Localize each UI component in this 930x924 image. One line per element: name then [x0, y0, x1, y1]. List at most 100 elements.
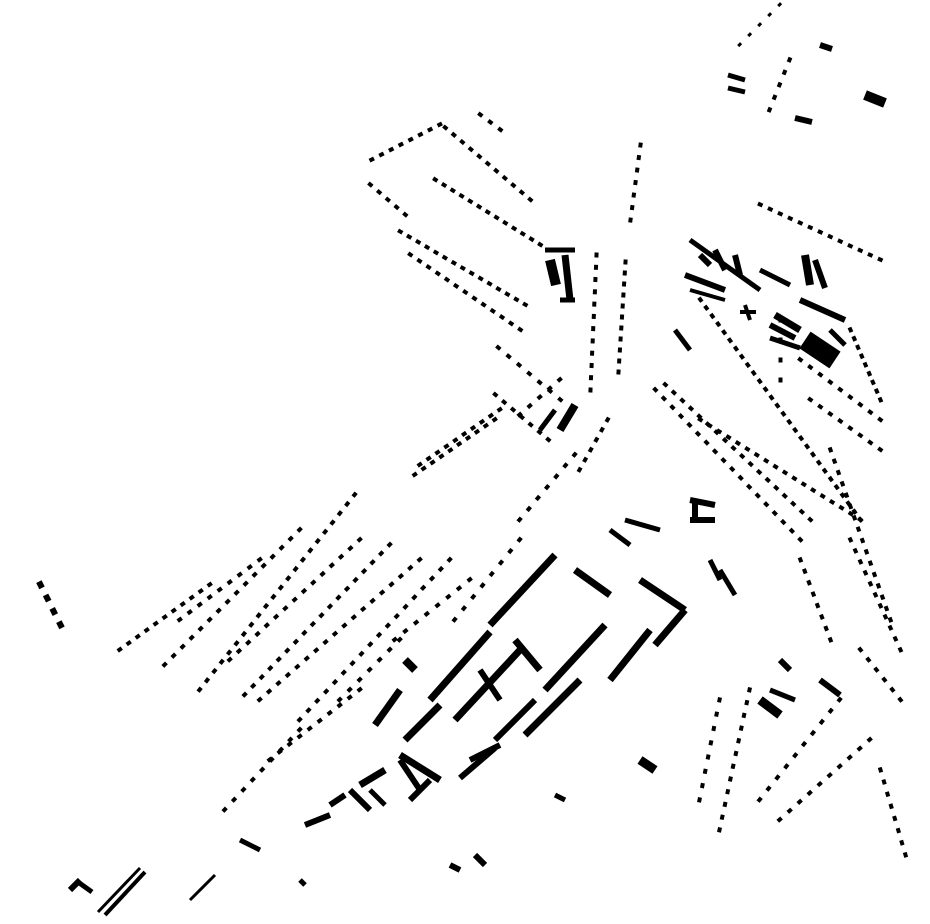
- large-building: [794, 115, 813, 125]
- building: [817, 403, 824, 410]
- building: [728, 465, 736, 473]
- building: [809, 729, 817, 737]
- building: [786, 807, 793, 814]
- building: [432, 176, 439, 183]
- building: [285, 575, 292, 582]
- building: [871, 571, 878, 578]
- building: [287, 535, 294, 542]
- building: [636, 154, 642, 161]
- building: [669, 404, 676, 411]
- building: [847, 425, 854, 432]
- building: [780, 518, 787, 526]
- building: [346, 686, 353, 693]
- building: [291, 596, 298, 603]
- building: [887, 616, 894, 623]
- building: [897, 696, 904, 703]
- building: [296, 726, 303, 733]
- building: [292, 638, 300, 645]
- building: [134, 633, 141, 640]
- large-building: [553, 792, 567, 803]
- building: [326, 709, 333, 717]
- building: [839, 492, 846, 499]
- building: [440, 181, 448, 188]
- building: [368, 156, 375, 163]
- building: [386, 541, 393, 548]
- building: [591, 313, 596, 320]
- building: [526, 370, 533, 377]
- building: [711, 448, 719, 455]
- large-building: [398, 752, 442, 783]
- building: [309, 620, 317, 628]
- building: [319, 570, 326, 578]
- building: [778, 357, 783, 363]
- building: [328, 562, 335, 569]
- large-building: [652, 607, 688, 648]
- building: [471, 295, 478, 302]
- large-building: [637, 756, 658, 774]
- building: [221, 806, 228, 813]
- large-building: [372, 687, 403, 728]
- building: [823, 625, 829, 632]
- building: [847, 536, 854, 543]
- building: [863, 548, 870, 555]
- building: [827, 378, 834, 386]
- building: [49, 607, 58, 616]
- building: [322, 638, 329, 646]
- building: [369, 597, 376, 604]
- building: [737, 42, 743, 48]
- building: [877, 766, 884, 773]
- building: [859, 537, 866, 544]
- building: [587, 446, 594, 453]
- building: [502, 219, 509, 226]
- building: [744, 445, 751, 452]
- large-building: [801, 254, 814, 286]
- large-building: [492, 697, 538, 743]
- building: [367, 641, 374, 648]
- building: [588, 387, 593, 393]
- building: [828, 498, 836, 505]
- building: [619, 325, 624, 331]
- building: [872, 591, 879, 598]
- building: [593, 276, 598, 283]
- building: [810, 591, 817, 598]
- building: [836, 696, 843, 703]
- building: [877, 602, 884, 609]
- building: [857, 247, 864, 254]
- building: [687, 405, 695, 412]
- building: [515, 361, 523, 369]
- building: [730, 444, 737, 452]
- building: [367, 181, 374, 188]
- building: [836, 763, 843, 770]
- building: [478, 418, 486, 425]
- building: [862, 569, 869, 576]
- building: [619, 314, 625, 320]
- building: [706, 422, 713, 429]
- building: [720, 457, 727, 464]
- building: [897, 646, 904, 653]
- building: [351, 491, 358, 498]
- building: [500, 398, 508, 406]
- building: [240, 786, 247, 793]
- building: [487, 118, 494, 126]
- building: [792, 426, 799, 434]
- building: [477, 111, 484, 118]
- building: [254, 630, 261, 638]
- building: [553, 473, 560, 480]
- building: [161, 614, 168, 621]
- building: [705, 754, 711, 760]
- building: [762, 386, 769, 393]
- building: [809, 451, 817, 458]
- building: [725, 434, 732, 441]
- building: [366, 666, 373, 673]
- large-building: [402, 702, 443, 743]
- building: [536, 393, 543, 401]
- building: [434, 602, 441, 609]
- building: [412, 619, 420, 626]
- building: [776, 816, 783, 823]
- building: [497, 126, 504, 133]
- building: [459, 138, 466, 146]
- building: [786, 418, 793, 426]
- building: [507, 320, 515, 327]
- building: [492, 391, 499, 398]
- building: [734, 440, 742, 447]
